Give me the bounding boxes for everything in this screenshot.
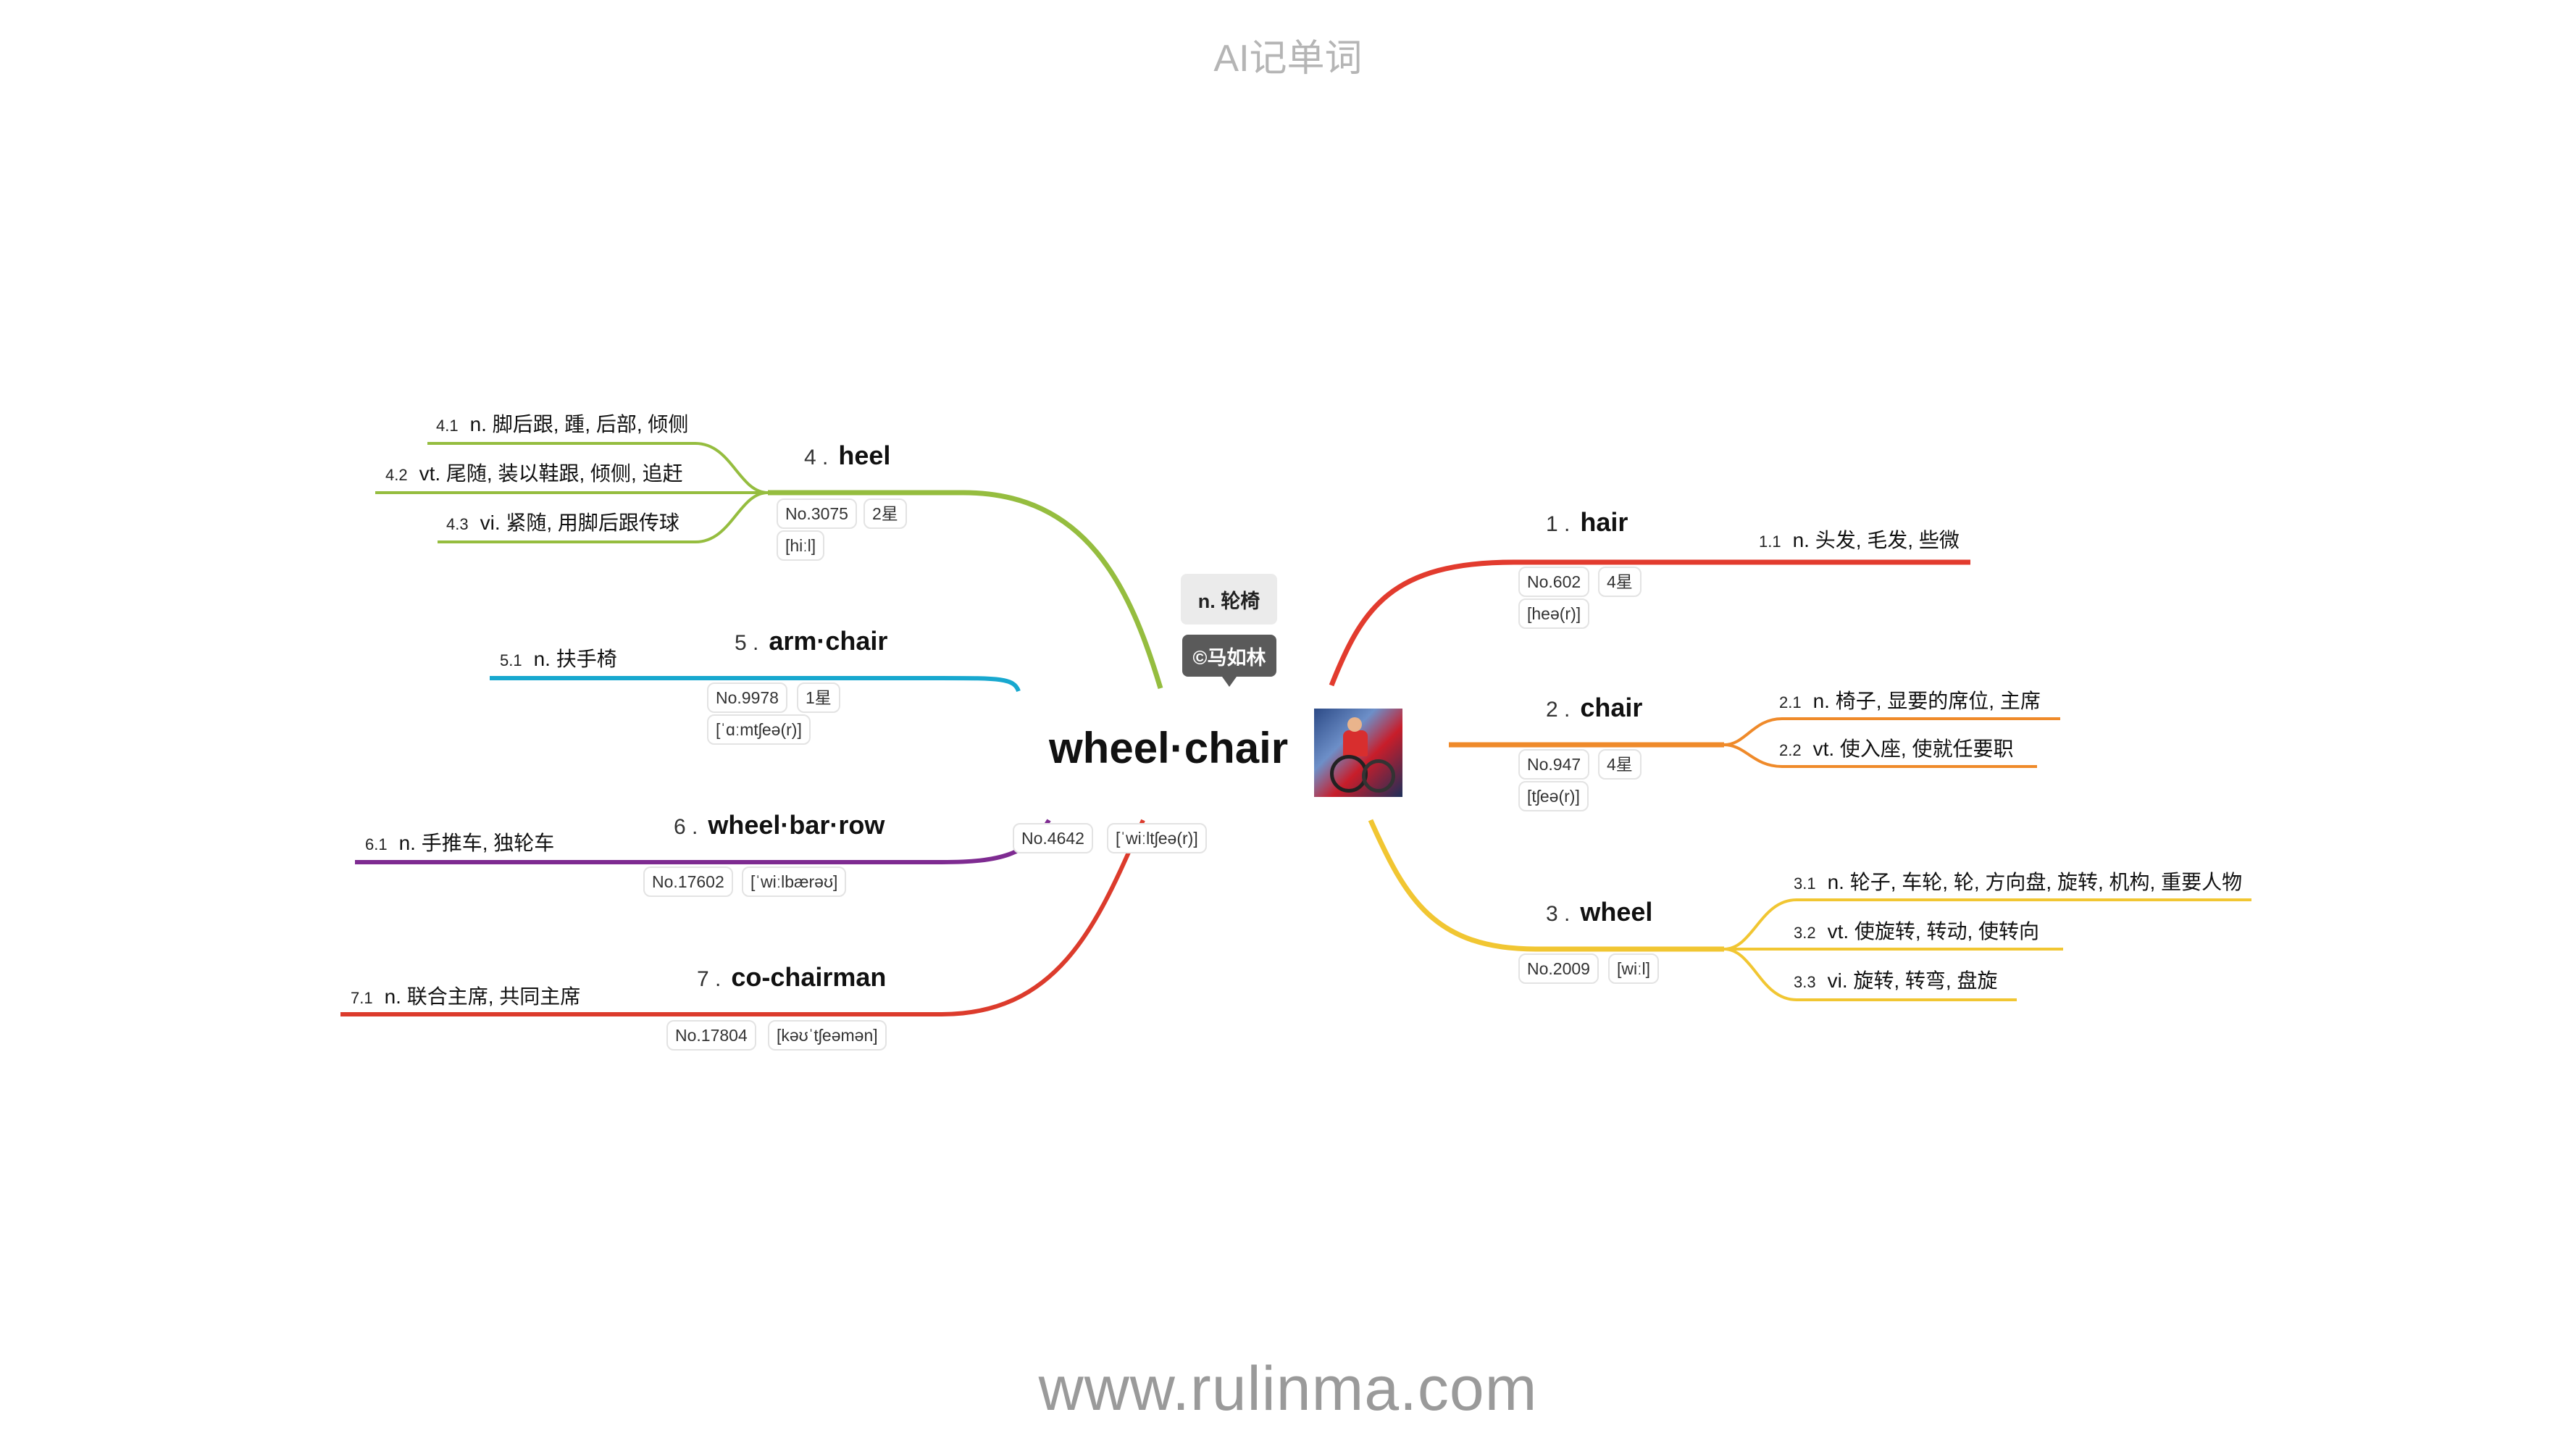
tag-phonetic-chair: [tʃeə(r)] — [1518, 781, 1589, 811]
connector-cochairman — [340, 819, 1145, 1016]
tag-no-chair: No.947 — [1518, 749, 1590, 780]
tag-stars-hair: 4星 — [1598, 567, 1642, 597]
connector-heel — [768, 490, 1163, 690]
branch-number: 6 . — [674, 815, 698, 839]
branch-title-heel[interactable]: 4 . heel — [804, 440, 890, 471]
tag-phonetic-heel: [hiːl] — [777, 530, 825, 561]
tag-stars-chair: 4星 — [1598, 749, 1642, 780]
footer-url[interactable]: www.rulinma.com — [1038, 1354, 1538, 1424]
tag-no-hair: No.602 — [1518, 567, 1590, 597]
tag-no-armchair: No.9978 — [707, 682, 787, 713]
tag-phonetic-cochairman: [kəʊˈtʃeəmən] — [768, 1020, 887, 1051]
branch-number: 2 . — [1546, 698, 1571, 722]
tag-no-wheel: No.2009 — [1518, 953, 1599, 984]
branch-word: wheel — [1580, 897, 1653, 927]
tag-no-heel: No.3075 — [777, 498, 857, 529]
tag-stars-heel: 2星 — [863, 498, 907, 529]
connector-armchair — [490, 676, 1021, 693]
branch-title-armchair[interactable]: 5 . arm·chair — [735, 626, 887, 656]
tag-phonetic-wheelbarrow: [ˈwiːlbærəʊ] — [742, 867, 847, 897]
branch-number: 4 . — [804, 446, 829, 469]
tag-phonetic-hair: [heə(r)] — [1518, 598, 1590, 629]
tag-phonetic-armchair: [ˈɑːmtʃeə(r)] — [707, 714, 811, 745]
branch-number: 7 . — [697, 967, 722, 991]
branch-word: chair — [1580, 693, 1643, 722]
connector-wheel — [1368, 819, 1724, 952]
connector-chair-def-1 — [1723, 717, 2060, 746]
center-word[interactable]: wheel·chair — [1049, 724, 1289, 772]
connector-heel-def-1 — [427, 442, 769, 494]
center-phonetic-tag: [ˈwiːltʃeə(r)] — [1107, 823, 1207, 853]
tag-phonetic-wheel: [wiːl] — [1608, 953, 1659, 984]
branch-number: 1 . — [1546, 512, 1571, 536]
connector-heel-def-3 — [438, 491, 769, 543]
branch-word: co-chairman — [731, 962, 887, 992]
tag-no-wheelbarrow: No.17602 — [643, 867, 733, 897]
tag-stars-armchair: 1星 — [797, 682, 840, 713]
author-tooltip: ©马如林 — [1182, 635, 1276, 687]
branch-number: 5 . — [735, 631, 759, 655]
connector-chair-def-2 — [1723, 743, 2037, 768]
connector-hair — [1329, 559, 1970, 687]
branch-word: arm·chair — [769, 626, 888, 656]
branch-number: 3 . — [1546, 902, 1571, 926]
wheelchair-photo — [1314, 709, 1402, 797]
branch-word: hair — [1580, 507, 1628, 537]
tag-no-cochairman: No.17804 — [666, 1020, 756, 1051]
connector-wheel-def-3 — [1723, 948, 2017, 1001]
center-number-tag: No.4642 — [1013, 823, 1093, 853]
branch-word: heel — [838, 440, 891, 470]
center-meaning-badge: n. 轮椅 — [1181, 574, 1277, 625]
branch-title-wheel[interactable]: 3 . wheel — [1546, 897, 1652, 927]
branch-title-hair[interactable]: 1 . hair — [1546, 507, 1628, 538]
branch-word: wheel·bar·row — [708, 810, 885, 840]
connector-wheel-def-1 — [1723, 898, 2251, 951]
branch-title-chair[interactable]: 2 . chair — [1546, 693, 1642, 723]
app-title: AI记单词 — [1213, 38, 1363, 80]
branch-title-wheelbarrow[interactable]: 6 . wheel·bar·row — [674, 810, 885, 840]
branch-title-cochairman[interactable]: 7 . co-chairman — [697, 962, 886, 993]
